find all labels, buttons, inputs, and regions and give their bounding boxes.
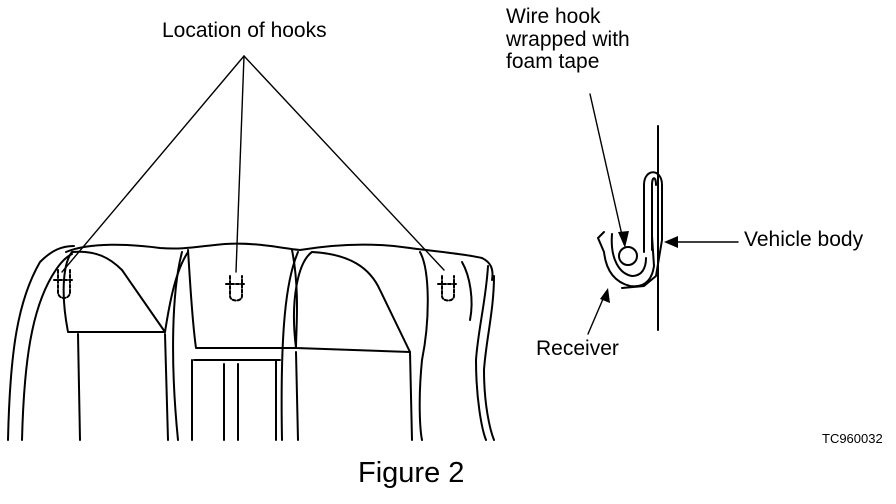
left-center-line [164,333,169,441]
center-top [187,249,297,349]
label-wire-hook-line-1: Wire hook [506,5,601,28]
arrowhead-vehicle-body [664,236,678,248]
leader-line-left [61,55,245,273]
label-wire-hook: Wire hook wrapped with foam tape [506,5,630,74]
leader-line-center [235,55,245,273]
left-panel-line [77,333,81,441]
right-outer-edge-2 [483,275,495,441]
label-vehicle-body: Vehicle body [744,228,864,251]
figure-code: TC960032 [822,431,883,446]
seat-left-edge [7,245,75,441]
left-headrest [62,250,166,333]
label-location-of-hooks: Location of hooks [162,19,327,42]
right-panel-line [295,351,299,441]
right-headrest [293,251,411,353]
figure-title: Figure 2 [358,457,465,489]
left-bolster-right [164,251,189,333]
arrowhead-receiver [600,288,610,303]
foam-tape [618,246,638,266]
seat-left-edge-inner [21,253,73,441]
hook-detail [597,125,663,331]
center-left-bolster [172,251,183,441]
hook-mark-center [225,275,247,302]
right-outer-edge [475,265,489,441]
hook-mark-right [437,275,459,302]
right-inner-curve [461,261,473,321]
label-receiver: Receiver [536,337,619,360]
hook-mark-left [53,269,75,299]
right-bolster [418,251,429,441]
seat-top-outline [65,242,494,281]
arrowhead-wire-hook [618,231,629,248]
right-center-line [409,351,413,441]
arrow-wire-hook [589,93,625,245]
seat-back-illustration [7,242,495,441]
receiver-clip [597,231,655,288]
label-wire-hook-line-3: foam tape [506,50,600,74]
label-wire-hook-line-2: wrapped with [506,27,630,51]
wire-hook-inner [651,177,657,251]
wire-hook [621,171,663,289]
receiver-clip-inner [610,233,647,277]
leader-line-right [243,55,445,271]
